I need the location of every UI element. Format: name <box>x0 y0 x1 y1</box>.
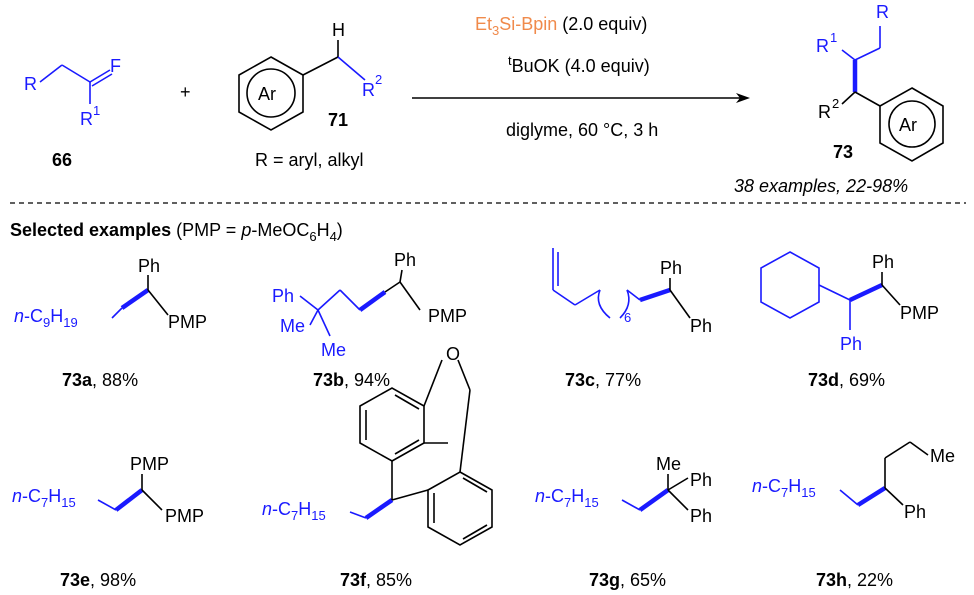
svg-text:Me: Me <box>280 316 305 336</box>
svg-text:n-C7H15: n-C7H15 <box>12 486 76 510</box>
label-F: F <box>110 56 121 76</box>
example-73a-structure: n-C9H19 Ph PMP 73a, 88% <box>14 256 207 390</box>
svg-text:6: 6 <box>624 310 631 325</box>
svg-text:1: 1 <box>93 103 100 118</box>
compound-71-label: 71 <box>328 110 348 130</box>
label-R: R <box>24 74 37 94</box>
r-note: R = aryl, alkyl <box>255 150 364 170</box>
example-73d-label: 73d, 69% <box>808 370 885 390</box>
compound-66-label: 66 <box>52 150 72 170</box>
example-73b-structure: Ph Me Me Ph PMP 73b, 94% <box>272 250 467 390</box>
svg-text:O: O <box>446 344 460 364</box>
example-73d-structure: Ph Ph PMP 73d, 69% <box>760 251 939 390</box>
svg-text:PMP: PMP <box>900 303 939 323</box>
example-73f-structure: n-C7H15 O 73f, 85% <box>262 344 493 590</box>
svg-text:n-C7H15: n-C7H15 <box>535 486 599 510</box>
example-73e-label: 73e, 98% <box>60 570 136 590</box>
svg-text:Ph: Ph <box>690 470 712 490</box>
label-H: H <box>332 20 345 40</box>
example-73e-structure: n-C7H15 PMP PMP 73e, 98% <box>12 454 204 590</box>
svg-text:R: R <box>876 2 889 22</box>
svg-text:n-C7H15: n-C7H15 <box>752 476 816 500</box>
reagent-1: Et3Si-Bpin (2.0 equiv) <box>475 14 647 38</box>
label-ar: Ar <box>258 84 276 104</box>
reaction-arrow-group: Et3Si-Bpin (2.0 equiv) tBuOK (4.0 equiv)… <box>412 14 750 140</box>
example-73c-label: 73c, 77% <box>565 370 641 390</box>
svg-text:n-C7H15: n-C7H15 <box>262 499 326 523</box>
svg-text:Ph: Ph <box>690 506 712 526</box>
example-73g-label: 73g, 65% <box>589 570 666 590</box>
compound-71-structure: Ar H R 2 71 R = aryl, alkyl <box>238 20 382 170</box>
example-73g-structure: n-C7H15 Me Ph Ph 73g, 65% <box>535 454 712 590</box>
example-73c-structure: 6 Ph Ph 73c, 77% <box>552 248 712 390</box>
svg-text:2: 2 <box>832 96 839 111</box>
svg-text:Ar: Ar <box>899 115 917 135</box>
svg-text:Ph: Ph <box>394 250 416 270</box>
svg-text:Ph: Ph <box>904 502 926 522</box>
example-73f-label: 73f, 85% <box>340 570 412 590</box>
selected-heading: Selected examples (PMP = p-MeOC6H4) <box>10 220 343 244</box>
reagent-2: tBuOK (4.0 equiv) <box>508 53 650 76</box>
svg-text:Me: Me <box>930 446 955 466</box>
svg-text:R: R <box>818 102 831 122</box>
example-73b-label: 73b, 94% <box>313 370 390 390</box>
svg-text:n-C9H19: n-C9H19 <box>14 306 78 330</box>
label-R2: R <box>362 80 375 100</box>
compound-73-structure: R R 1 R 2 Ar 73 <box>816 2 944 162</box>
label-R1: R <box>80 109 93 129</box>
svg-text:PMP: PMP <box>168 312 207 332</box>
plus-sign: + <box>180 82 191 102</box>
svg-text:Me: Me <box>321 340 346 360</box>
svg-text:Ph: Ph <box>660 258 682 278</box>
yield-note: 38 examples, 22-98% <box>734 176 908 196</box>
compound-73-label: 73 <box>833 142 853 162</box>
svg-text:PMP: PMP <box>428 306 467 326</box>
svg-text:R: R <box>816 36 829 56</box>
compound-66-structure: R F R 1 66 <box>24 56 121 170</box>
example-73h-label: 73h, 22% <box>816 570 893 590</box>
svg-text:2: 2 <box>375 72 382 87</box>
svg-text:1: 1 <box>830 30 837 45</box>
svg-text:Ph: Ph <box>690 316 712 336</box>
svg-text:PMP: PMP <box>130 454 169 474</box>
conditions: diglyme, 60 °C, 3 h <box>506 120 658 140</box>
svg-text:Ph: Ph <box>840 334 862 354</box>
example-73h-structure: n-C7H15 Me Ph 73h, 22% <box>752 441 955 590</box>
svg-text:PMP: PMP <box>165 506 204 526</box>
svg-text:Me: Me <box>656 454 681 474</box>
svg-text:Ph: Ph <box>872 252 894 272</box>
svg-text:Ph: Ph <box>272 286 294 306</box>
svg-text:Ph: Ph <box>138 256 160 276</box>
example-73a-label: 73a, 88% <box>62 370 138 390</box>
